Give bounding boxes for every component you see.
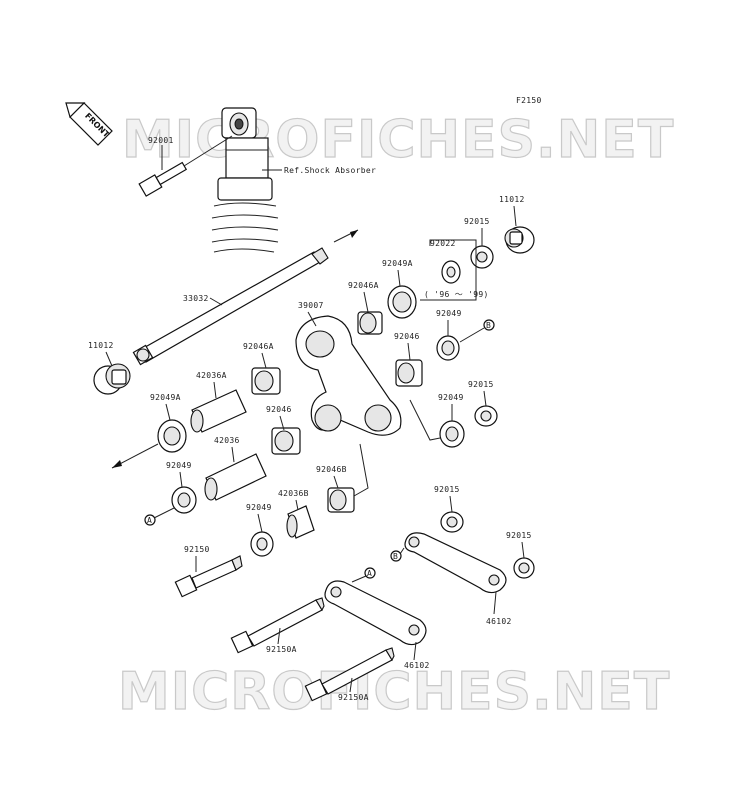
ref-marker-b-top [483, 319, 495, 331]
part-label-46102-upper: 46102 [486, 617, 512, 626]
ref-a-left: A [147, 516, 152, 525]
cap-11012-right [504, 226, 535, 254]
nut-92015-mid [474, 405, 498, 427]
cap-11012-left [93, 363, 131, 395]
part-label-92015-top: 92015 [464, 217, 490, 226]
ref-b-top: B [486, 321, 491, 330]
seal-92049-left [171, 486, 197, 514]
part-label-92015-low: 92015 [434, 485, 460, 494]
part-label-92049-right-top: 92049 [436, 309, 462, 318]
bearing-92046a-left [251, 367, 281, 395]
part-label-92046a-top: 92046A [348, 281, 379, 290]
part-label-33032: 33032 [183, 294, 209, 303]
part-label-92046-mid: 92046 [266, 405, 292, 414]
seal-92049-right-top [436, 335, 460, 361]
part-label-92046-right: 92046 [394, 332, 420, 341]
ref-marker-a-left [144, 514, 156, 526]
tie-rod-46102-lower [324, 580, 427, 646]
ref-a-low: A [367, 569, 372, 578]
part-label-92049-right-mid: 92049 [438, 393, 464, 402]
bearing-92046-right [395, 359, 423, 387]
part-label-92022: 92022 [430, 239, 456, 248]
collar-42036 [204, 453, 267, 501]
part-label-92001: 92001 [148, 136, 174, 145]
front-arrow-icon: FRONT [65, 102, 113, 146]
part-label-92150: 92150 [184, 545, 210, 554]
years-note: ( '96 ～ '99) [424, 290, 489, 299]
nut-92015-far-right [513, 557, 535, 579]
part-label-92015-far-right: 92015 [506, 531, 532, 540]
seal-92049-low [250, 531, 274, 557]
part-label-92046a-left: 92046A [243, 342, 274, 351]
nut-92015-top [470, 245, 494, 269]
ref-shock-label: Ref.Shock Absorber [284, 166, 376, 175]
part-label-11012-left: 11012 [88, 341, 114, 350]
part-label-42036a: 42036A [196, 371, 227, 380]
bolt-92150a-upper [230, 597, 325, 654]
part-label-42036: 42036 [214, 436, 240, 445]
bearing-92046b [327, 487, 355, 513]
seal-92049a-top [387, 285, 417, 319]
bolt-92001 [138, 161, 188, 197]
rocker-arm-39007 [295, 315, 402, 436]
collar-42036a [190, 389, 247, 433]
part-label-46102-lower: 46102 [404, 661, 430, 670]
part-label-92049-low: 92049 [246, 503, 272, 512]
part-label-11012-right: 11012 [499, 195, 525, 204]
part-label-92046b: 92046B [316, 465, 347, 474]
seal-92049a-left [157, 419, 187, 453]
ref-marker-a-low [364, 567, 376, 579]
shaft-33032 [132, 247, 329, 366]
part-label-92150a-lower: 92150A [338, 693, 369, 702]
part-label-92150a-upper: 92150A [266, 645, 297, 654]
figure-code: F2150 [516, 96, 542, 105]
part-label-92049-left: 92049 [166, 461, 192, 470]
bolt-92150a-lower [304, 647, 395, 702]
collar-92022 [420, 239, 477, 301]
part-label-39007: 39007 [298, 301, 324, 310]
part-label-92049a-left: 92049A [150, 393, 181, 402]
nut-92015-low [440, 511, 464, 533]
seal-92049-right-mid [439, 420, 465, 448]
tie-rod-46102-upper [404, 532, 507, 594]
watermark-bottom: MICROFICHES.NET [118, 662, 670, 722]
part-label-92049a-top: 92049A [382, 259, 413, 268]
bolt-92150 [174, 555, 243, 598]
collar-42036b [286, 505, 315, 539]
bearing-92046-mid [271, 427, 301, 455]
part-label-92015-mid: 92015 [468, 380, 494, 389]
ref-b-low: B [393, 552, 398, 561]
ref-marker-b-low [390, 550, 402, 562]
part-label-42036b: 42036B [278, 489, 309, 498]
bearing-92046a-top [357, 311, 383, 335]
shock-absorber [211, 107, 279, 253]
watermark-top: MICROFICHES.NET [122, 110, 674, 170]
